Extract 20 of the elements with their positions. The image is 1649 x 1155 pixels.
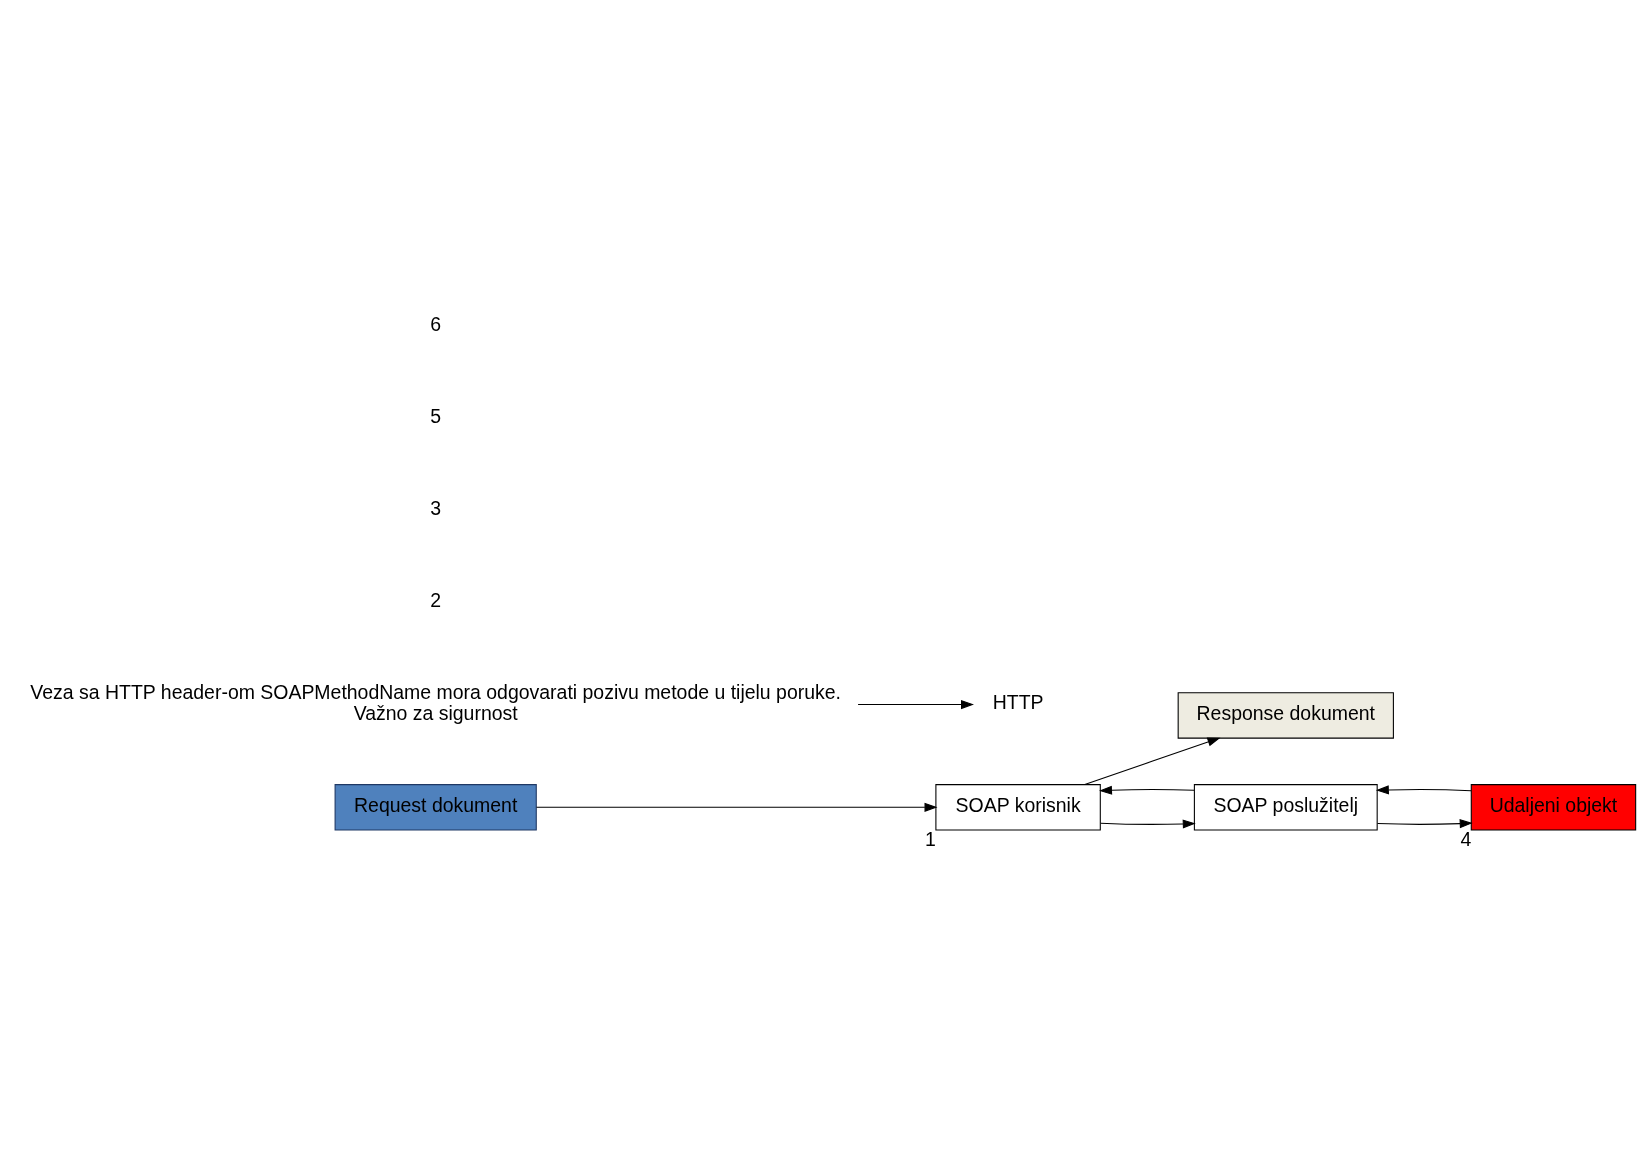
- node-box: SOAP poslužitelj: [1193, 784, 1378, 831]
- arrow: [857, 700, 974, 710]
- node-box: Udaljeni objekt: [1470, 784, 1637, 831]
- label: 5: [430, 404, 442, 427]
- arrow: [1084, 737, 1221, 786]
- node-label: 1: [925, 827, 936, 850]
- label: 3: [430, 496, 442, 519]
- arrow: [1375, 785, 1472, 795]
- arrow: [1100, 819, 1196, 829]
- node-box: Request dokument: [334, 784, 537, 831]
- node-text: Veza sa HTTP header-om SOAPMethodName mora odgovarati pozivu metode u tijelu poruke. Važno za sigurnost: [30, 680, 841, 725]
- arrow: [1376, 819, 1473, 829]
- node-box: Response dokument: [1177, 692, 1394, 739]
- node-box: SOAP korisnik: [935, 784, 1101, 831]
- label: 6: [430, 312, 442, 335]
- node-label: 4: [1460, 827, 1472, 850]
- arrow: [1099, 785, 1195, 795]
- label: 2: [430, 588, 442, 611]
- node-text: HTTP: [992, 691, 1044, 714]
- arrow: [535, 802, 938, 812]
